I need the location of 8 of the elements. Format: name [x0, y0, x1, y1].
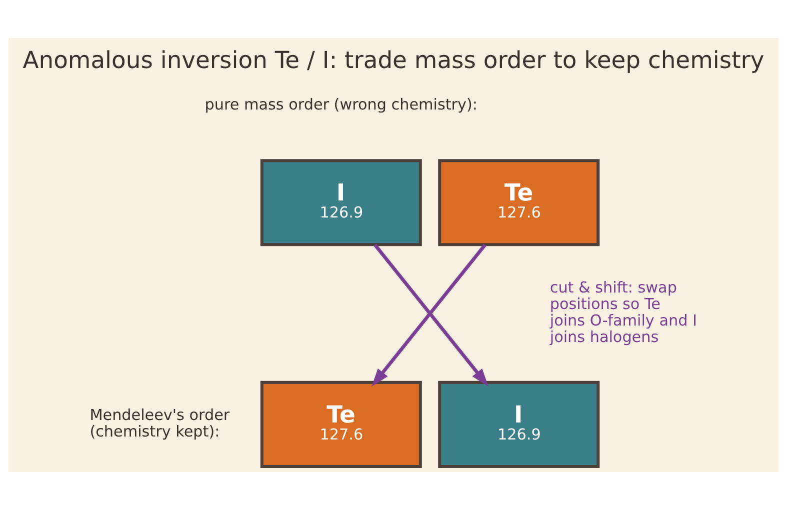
- label: pure mass order (wrong chemistry):: [204, 95, 478, 114]
- node-box: I 126.9: [438, 380, 600, 468]
- label: Mendeleev's order (chemistry kept):: [90, 406, 230, 441]
- node-box: Te 127.6: [438, 159, 600, 246]
- node-box: Te 127.6: [260, 380, 422, 468]
- diagram-title: Anomalous inversion Te / I: trade mass order to keep chemistry: [22, 46, 764, 74]
- node-box: I 126.9: [260, 159, 422, 246]
- label: cut & shift: swap positions so Te joins O-family and I joins halogens: [550, 278, 697, 346]
